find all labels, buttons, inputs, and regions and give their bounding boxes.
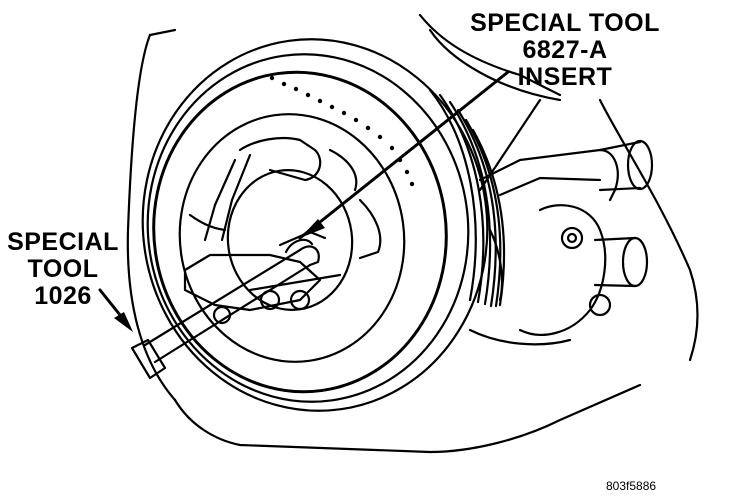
callout-line: 1026 <box>34 282 92 310</box>
water-pump-housing <box>468 139 654 346</box>
callout-line: INSERT <box>517 63 613 91</box>
callout-special-tool-6827a-insert: SPECIAL TOOL 6827-A INSERT <box>462 10 668 91</box>
figure-identifier: 803f5886 <box>606 479 657 493</box>
arrowheads <box>114 219 325 332</box>
puller-tool-1026 <box>130 136 382 380</box>
leader-line-insert <box>298 70 510 240</box>
callout-line: TOOL <box>27 255 99 283</box>
arrowhead-1026-icon <box>114 312 133 332</box>
arrowhead-insert-icon <box>300 219 325 238</box>
callout-line: SPECIAL <box>7 228 119 256</box>
callout-line: SPECIAL TOOL <box>470 9 660 37</box>
engine-block-outline <box>126 13 699 454</box>
callout-special-tool-1026: SPECIAL TOOL 1026 <box>0 229 126 310</box>
callout-line: 6827-A <box>522 36 608 64</box>
